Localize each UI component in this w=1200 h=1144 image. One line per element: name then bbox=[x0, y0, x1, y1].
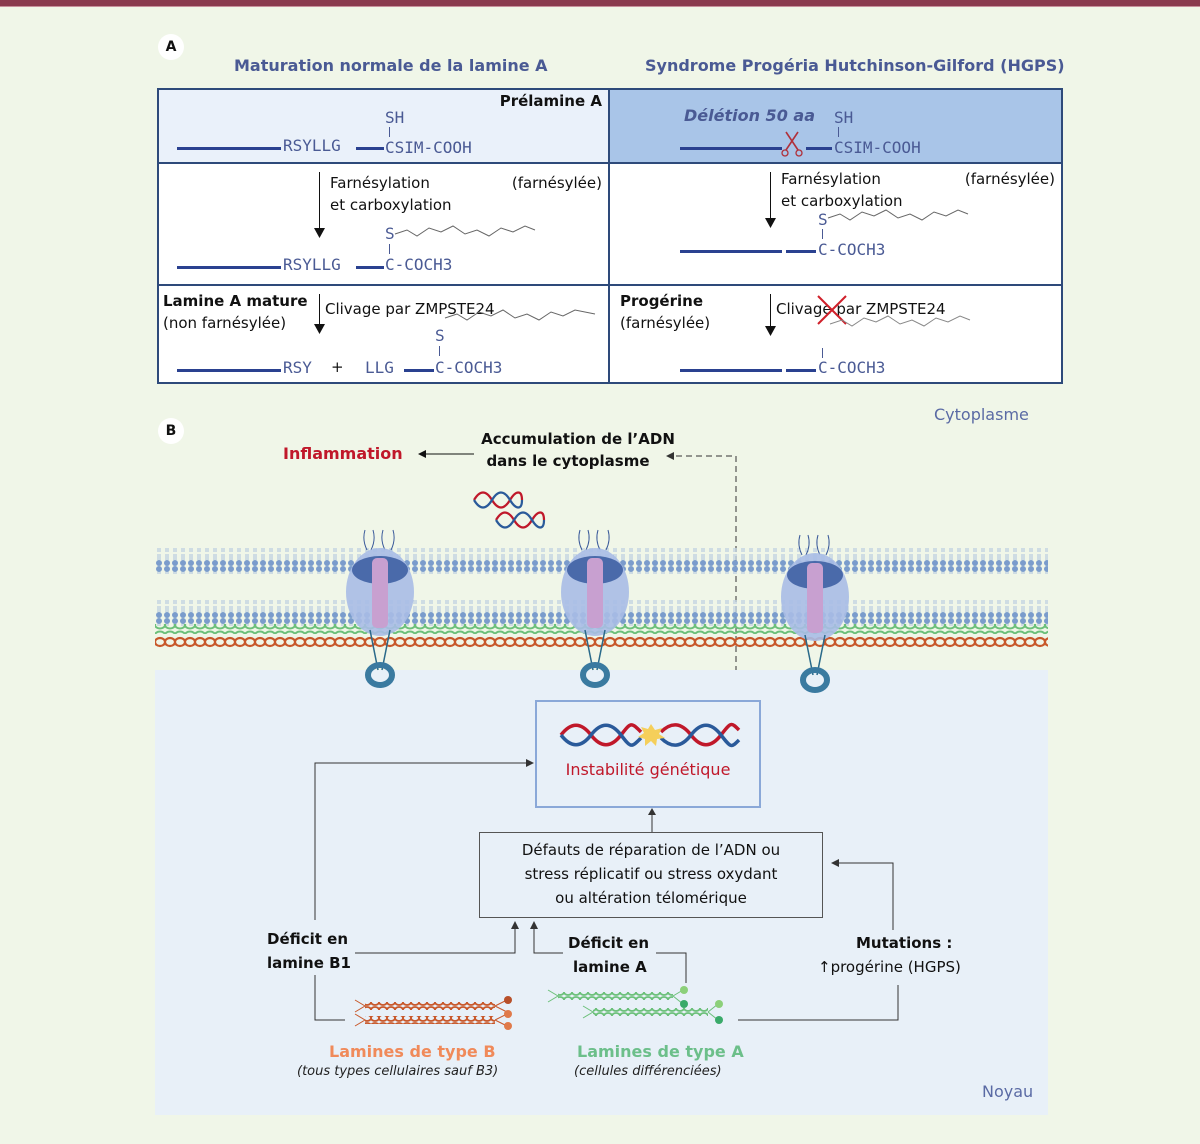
s-group: S bbox=[818, 210, 828, 229]
state-farnesylated: (farnésylée) bbox=[964, 170, 1055, 188]
seq-rsyllg-2: RSYLLG bbox=[283, 255, 341, 274]
top-border bbox=[0, 0, 1200, 7]
arrow-down-icon bbox=[765, 218, 776, 228]
cterm-coch3: C-COCH3 bbox=[435, 358, 503, 377]
mature-label: Lamine A mature bbox=[163, 292, 308, 310]
arrow-down-icon bbox=[314, 324, 325, 334]
deficit-b1-line-1: Déficit en bbox=[267, 930, 349, 948]
defects-line-3: ou altération télomérique bbox=[555, 889, 747, 907]
scissors-icon bbox=[781, 131, 803, 157]
right-row-progerin: Progérine (farnésylée) Clivage par ZMPST… bbox=[608, 284, 1063, 384]
lamin-a-title: Lamines de type A bbox=[577, 1042, 744, 1061]
deficit-a-line-1: Déficit en bbox=[568, 934, 650, 952]
state-farnesylated: (farnésylée) bbox=[511, 174, 602, 192]
fragment-llg: LLG bbox=[365, 358, 394, 377]
arrow-left-icon bbox=[418, 450, 474, 458]
cterm-csim: CSIM-COOH bbox=[834, 138, 921, 157]
mature-sublabel: (non farnésylée) bbox=[163, 314, 287, 332]
s-group: S bbox=[435, 326, 445, 345]
accumulation-line-1: Accumulation de l’ADN bbox=[481, 430, 675, 448]
step-farnesylation-2: et carboxylation bbox=[330, 196, 452, 214]
farnesyl-chain-icon bbox=[827, 209, 969, 221]
cross-icon bbox=[817, 295, 847, 325]
farnesyl-chain-icon bbox=[829, 315, 971, 327]
mutations-title: Mutations : bbox=[856, 934, 953, 952]
damaged-dna-icon bbox=[559, 722, 741, 748]
right-row-deletion: Délétion 50 aa SH CSIM-COOH bbox=[608, 88, 1063, 164]
sh-group: SH bbox=[385, 108, 405, 127]
lamin-b-title: Lamines de type B bbox=[329, 1042, 496, 1061]
step-cleavage-blocked: Clivage par ZMPSTE24 bbox=[776, 300, 946, 318]
dna-defects-box: Défauts de réparation de l’ADN ou stress… bbox=[479, 832, 823, 918]
cterm-coch3: C-COCH3 bbox=[385, 255, 453, 274]
instability-label: Instabilité génétique bbox=[565, 760, 731, 779]
right-row-farnesylation: Farnésylation et carboxylation (farnésyl… bbox=[608, 162, 1063, 286]
deficit-b1-line-2: lamine B1 bbox=[267, 954, 351, 972]
accumulation-line-2: dans le cytoplasme bbox=[486, 452, 650, 470]
deficit-a-line-2: lamine A bbox=[573, 958, 647, 976]
defects-line-2: stress réplicatif ou stress oxydant bbox=[524, 865, 778, 883]
left-row-mature: Lamine A mature (non farnésylée) Clivage… bbox=[157, 284, 610, 384]
arrow-up-icon bbox=[648, 808, 656, 832]
cterm-csim: CSIM-COOH bbox=[385, 138, 472, 157]
seq-rsy: RSY bbox=[283, 358, 312, 377]
lamin-b-filament-icon bbox=[354, 996, 512, 1030]
cytoplasmic-dna-icon bbox=[473, 491, 546, 529]
plus-sign: + bbox=[331, 358, 344, 376]
progerin-sublabel: (farnésylée) bbox=[620, 314, 711, 332]
lamin-a-filament-icon bbox=[547, 986, 723, 1024]
s-group: S bbox=[385, 224, 395, 243]
panel-a-badge: A bbox=[158, 34, 184, 60]
sh-group: SH bbox=[834, 108, 854, 127]
step-cleavage: Clivage par ZMPSTE24 bbox=[325, 300, 495, 318]
lamin-b-subtitle: (tous types cellulaires sauf B3) bbox=[297, 1064, 499, 1079]
inflammation-label: Inflammation bbox=[283, 444, 403, 463]
panel-b-badge: B bbox=[158, 418, 184, 444]
arrow-down-icon bbox=[765, 326, 776, 336]
genetic-instability-box: Instabilité génétique bbox=[535, 700, 761, 808]
nucleus-label: Noyau bbox=[982, 1082, 1034, 1101]
cytoplasm-label: Cytoplasme bbox=[934, 405, 1029, 424]
step-farnesylation-1: Farnésylation bbox=[330, 174, 430, 192]
defects-line-1: Défauts de réparation de l’ADN ou bbox=[521, 841, 781, 859]
lamin-a-subtitle: (cellules différenciées) bbox=[574, 1064, 722, 1079]
farnesyl-chain-icon bbox=[394, 225, 536, 237]
arrow-down-icon bbox=[314, 228, 325, 238]
nuclear-pore-1 bbox=[346, 529, 414, 688]
left-column-title: Maturation normale de la lamine A bbox=[234, 56, 548, 75]
progerin-label: Progérine bbox=[620, 292, 703, 310]
seq-rsyllg: RSYLLG bbox=[283, 136, 341, 155]
prelamin-label: Prélamine A bbox=[499, 92, 602, 110]
right-column-title: Syndrome Progéria Hutchinson-Gilford (HG… bbox=[645, 56, 1065, 75]
nuclear-pore-3 bbox=[781, 534, 849, 693]
deletion-label: Délétion 50 aa bbox=[684, 106, 815, 125]
mutations-text: ↑progérine (HGPS) bbox=[818, 958, 961, 976]
nuclear-pore-2 bbox=[561, 529, 629, 688]
farnesyl-chain-icon bbox=[444, 309, 596, 321]
cterm-coch3: C-COCH3 bbox=[818, 240, 886, 259]
step-farnesylation-2: et carboxylation bbox=[781, 192, 903, 210]
cterm-coch3: C-COCH3 bbox=[818, 358, 886, 377]
step-farnesylation-1: Farnésylation bbox=[781, 170, 881, 188]
